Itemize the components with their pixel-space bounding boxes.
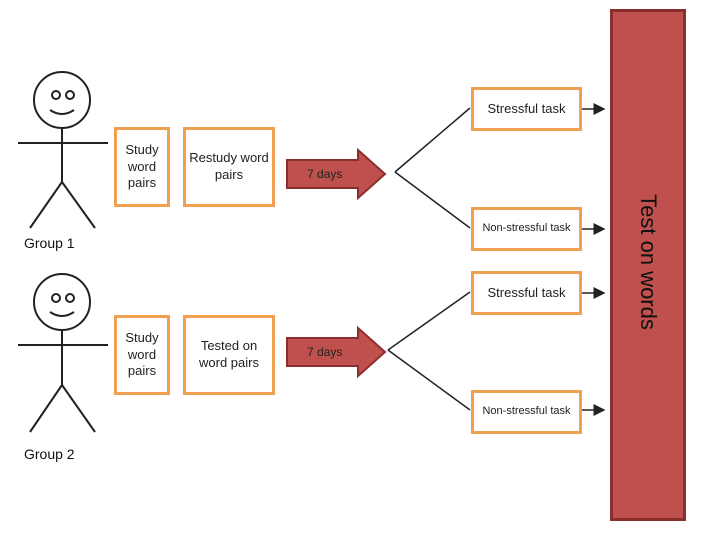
branch-lines-group-2 [387,291,471,411]
arrow-label-group-2: 7 days [307,345,343,359]
restudy-word-pairs-label: Restudy word pairs [189,150,269,182]
non-stressful-task-box-group-1: Non-stressful task [471,207,582,251]
group-2-label: Group 2 [24,446,75,462]
stressful-task-box-group-1: Stressful task [471,87,582,131]
test-on-words-label: Test on words [636,194,661,330]
stressful-task-box-group-2: Stressful task [471,271,582,315]
stick-figure-group-2 [18,273,108,433]
study-word-pairs-label-group-1: Study word pairs [125,141,159,191]
study-word-pairs-box-group-1: Study word pairs [114,127,170,207]
restudy-word-pairs-box: Restudy word pairs [183,127,275,207]
study-word-pairs-label-group-2: Study word pairs [125,329,159,379]
tested-on-word-pairs-box: Tested on word pairs [183,315,275,395]
non-stressful-task-label-group-2: Non-stressful task [482,405,571,418]
connector-arrows [582,103,606,416]
group-1-label: Group 1 [24,235,75,251]
branch-lines-group-1 [394,107,471,229]
test-on-words-bar [610,9,686,521]
stick-figure-group-1 [18,71,108,229]
block-arrow-group-2 [286,325,387,379]
stressful-task-label-group-2: Stressful task [487,284,566,300]
study-word-pairs-box-group-2: Study word pairs [114,315,170,395]
arrow-label-group-1: 7 days [307,167,343,181]
non-stressful-task-label-group-1: Non-stressful task [482,222,571,235]
stressful-task-label-group-1: Stressful task [487,100,566,116]
tested-on-word-pairs-label: Tested on word pairs [199,338,259,370]
non-stressful-task-box-group-2: Non-stressful task [471,390,582,434]
block-arrow-group-1 [286,147,387,201]
